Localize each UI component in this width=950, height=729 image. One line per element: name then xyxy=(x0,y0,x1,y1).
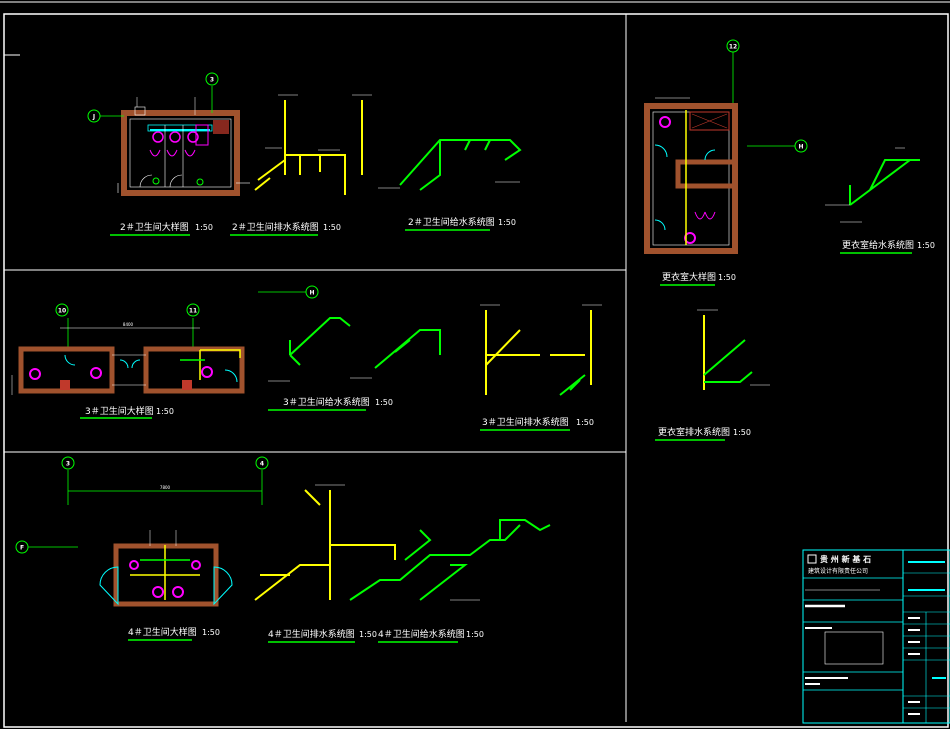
grid-bubble-12: 12 xyxy=(726,39,740,53)
wc3-supply-diagram xyxy=(268,317,441,411)
sheet-border xyxy=(3,13,949,728)
wc4-plan-title: 4＃卫生间大样图 xyxy=(128,626,197,638)
grid-bubble-H-locker: H xyxy=(747,139,808,153)
grid-bubble-F: F xyxy=(15,540,29,554)
wc4-supply-scale: 1:50 xyxy=(466,630,484,639)
grid-bubble-H-mid: H xyxy=(258,285,319,299)
grid-label: J xyxy=(92,114,95,121)
grid-bubble-3-top: 3 xyxy=(205,72,219,86)
wc4-drain-title: 4＃卫生间排水系统图 xyxy=(268,628,355,640)
company-name-sub: 建筑设计有限责任公司 xyxy=(808,567,868,575)
locker-plan-drawing xyxy=(644,52,738,286)
wc2-supply-scale: 1:50 xyxy=(498,218,516,227)
wc3-supply-scale: 1:50 xyxy=(375,398,393,407)
locker-supply-diagram xyxy=(825,147,920,254)
locker-drain-scale: 1:50 xyxy=(733,428,751,437)
wc4-dimension: 7800 xyxy=(160,485,171,490)
grid-label: F xyxy=(20,545,24,552)
wc2-plan-drawing xyxy=(100,86,250,236)
locker-drain-diagram xyxy=(655,309,770,441)
locker-supply-title: 更衣室给水系统图 xyxy=(842,239,914,251)
wc2-drain-title: 2＃卫生间排水系统图 xyxy=(232,221,319,233)
wc4-supply-title: 4＃卫生间给水系统图 xyxy=(378,628,465,640)
grid-bubble-3-bottom: 3 xyxy=(61,456,75,470)
locker-drain-title: 更衣室排水系统图 xyxy=(658,426,730,438)
grid-bubble-10: 10 xyxy=(55,303,69,317)
wc2-plan-scale: 1:50 xyxy=(195,223,213,232)
wc4-plan-scale: 1:50 xyxy=(202,628,220,637)
grid-label: 3 xyxy=(210,77,214,84)
locker-plan-title: 更衣室大样图 xyxy=(662,271,716,283)
grid-bubble-11: 11 xyxy=(186,303,200,317)
wc3-plan-drawing xyxy=(11,318,245,419)
wc2-supply-title: 2＃卫生间给水系统图 xyxy=(408,216,495,228)
wc4-drain-scale: 1:50 xyxy=(359,630,377,639)
grid-label: 10 xyxy=(58,308,66,315)
wc4-plan-drawing xyxy=(28,470,263,641)
locker-plan-scale: 1:50 xyxy=(718,273,736,282)
wc2-drain-scale: 1:50 xyxy=(323,223,341,232)
title-block xyxy=(802,549,950,724)
grid-label: 12 xyxy=(729,44,737,51)
locker-supply-scale: 1:50 xyxy=(917,241,935,250)
wc4-drain-diagram xyxy=(254,484,396,643)
grid-bubble-J: J xyxy=(87,109,101,123)
wc2-supply-diagram xyxy=(378,139,522,231)
grid-label: 3 xyxy=(66,461,70,468)
wc2-drain-diagram xyxy=(230,94,372,236)
wc3-dimension: 8400 xyxy=(123,322,134,327)
wc3-drain-scale: 1:50 xyxy=(576,418,594,427)
grid-label: H xyxy=(798,144,803,151)
grid-bubble-4: 4 xyxy=(255,456,269,470)
grid-label: 11 xyxy=(189,308,197,315)
wc3-plan-scale: 1:50 xyxy=(156,407,174,416)
company-name: 贵 州 新 基 石 xyxy=(820,554,871,564)
wc3-drain-diagram xyxy=(480,304,602,431)
wc3-drain-title: 3＃卫生间排水系统图 xyxy=(482,416,569,428)
grid-label: H xyxy=(309,290,314,297)
wc3-supply-title: 3＃卫生间给水系统图 xyxy=(283,396,370,408)
grid-label: 4 xyxy=(260,461,264,468)
wc4-supply-diagram xyxy=(349,519,551,643)
wc3-plan-title: 3＃卫生间大样图 xyxy=(85,405,154,417)
wc2-plan-title: 2＃卫生间大样图 xyxy=(120,221,189,233)
